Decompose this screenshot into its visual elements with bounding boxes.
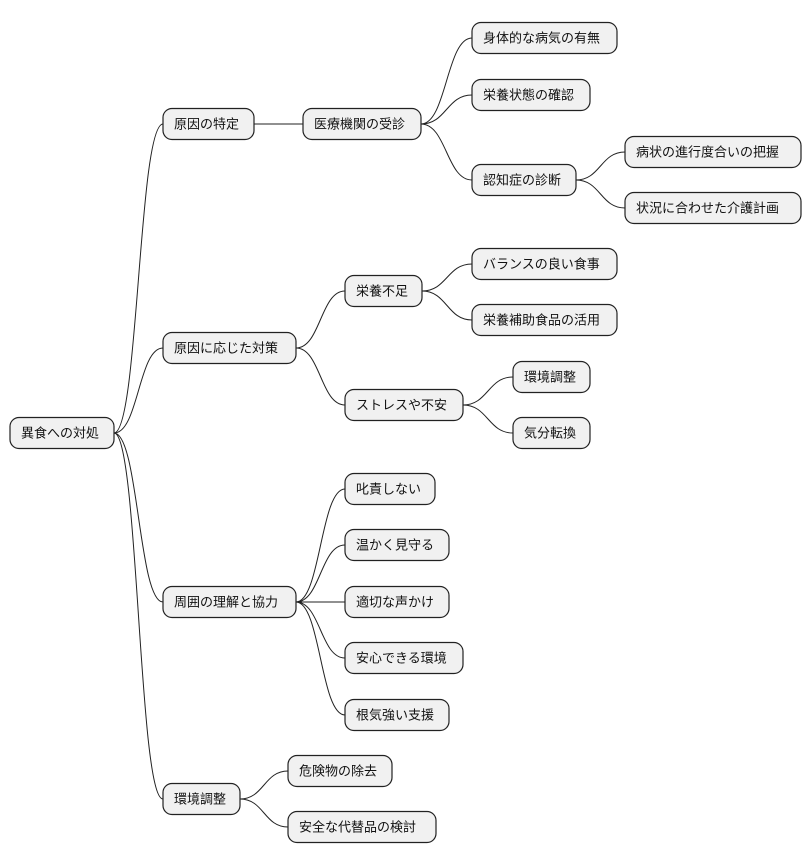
- edge-r-2-to-r-2-0: [295, 488, 346, 603]
- node-r-2-1-label: 温かく見守る: [356, 539, 434, 554]
- node-r-1-box: [162, 331, 297, 365]
- node-r-1-0-0-box: [471, 247, 618, 281]
- node-r-1-1-label: ストレスや不安: [356, 399, 447, 414]
- edge-r-2-to-r-2-1: [295, 544, 346, 603]
- node-r-1-1: ストレスや不安: [344, 388, 464, 422]
- node-r-1-0-0: バランスの良い食事: [471, 247, 618, 281]
- node-r-1-1-1-box: [512, 416, 591, 450]
- node-r-3-0: 危険物の除去: [287, 754, 393, 788]
- node-r-3-label: 環境調整: [174, 793, 226, 808]
- node-r-1-1-0: 環境調整: [512, 360, 591, 394]
- node-r-0-0-2: 認知症の診断: [471, 163, 577, 197]
- node-r-2-3-label: 安心できる環境: [356, 652, 447, 667]
- node-r-2-label: 周囲の理解と協力: [174, 596, 278, 611]
- node-r: 異食への対処: [9, 416, 115, 450]
- edge-r-2-to-r-2-4: [295, 601, 346, 716]
- edge-r-0-0-to-r-0-0-0: [420, 37, 473, 125]
- node-r-0-0-2-0-box: [624, 135, 802, 169]
- node-r-1-label: 原因に応じた対策: [174, 341, 278, 357]
- edge-r-1-0-to-r-1-0-0: [421, 263, 473, 292]
- node-r-0: 原因の特定: [162, 107, 255, 141]
- node-r-box: [9, 416, 115, 450]
- node-r-2: 周囲の理解と協力: [162, 585, 297, 619]
- node-r-2-2: 適切な声かけ: [344, 585, 450, 619]
- node-r-1-1-0-label: 環境調整: [524, 371, 576, 386]
- node-r-1-1-1-label: 気分転換: [524, 426, 576, 442]
- node-r-2-1: 温かく見守る: [344, 528, 450, 562]
- node-r-2-4: 根気強い支援: [344, 698, 450, 732]
- node-r-3-1-label: 安全な代替品の検討: [299, 820, 416, 836]
- node-r-2-2-box: [344, 585, 450, 619]
- node-r-0-0-2-1: 状況に合わせた介護計画: [624, 191, 802, 225]
- edge-r-1-0-to-r-1-0-1: [421, 290, 473, 321]
- node-r-1-0-0-label: バランスの良い食事: [483, 257, 600, 273]
- node-r-2-box: [162, 585, 297, 619]
- edge-r-0-0-2-to-r-0-0-2-0: [575, 151, 626, 181]
- node-r-0-0: 医療機関の受診: [302, 107, 422, 141]
- node-r-label: 異食への対処: [21, 426, 99, 442]
- node-r-0-0-0-box: [471, 21, 618, 55]
- node-r-1: 原因に応じた対策: [162, 331, 297, 365]
- node-r-0-0-2-0: 病状の進行度合いの把握: [624, 135, 802, 169]
- node-r-0-0-0: 身体的な病気の有無: [471, 21, 618, 55]
- node-r-1-0-1: 栄養補助食品の活用: [471, 303, 618, 337]
- edge-r-2-to-r-2-3: [295, 601, 346, 659]
- node-r-2-3: 安心できる環境: [344, 641, 464, 675]
- node-r-3-1-box: [287, 810, 437, 844]
- node-r-1-0-1-label: 栄養補助食品の活用: [483, 313, 600, 329]
- node-r-0-0-2-0-label: 病状の進行度合いの把握: [636, 145, 779, 161]
- node-r-3-box: [162, 782, 241, 816]
- edge-r-0-0-2-to-r-0-0-2-1: [575, 179, 626, 209]
- node-r-3-0-label: 危険物の除去: [299, 765, 377, 780]
- mindmap-edges: [113, 37, 626, 828]
- node-r-2-1-box: [344, 528, 450, 562]
- node-r-1-0: 栄養不足: [344, 274, 423, 308]
- node-r-0-box: [162, 107, 255, 141]
- node-r-0-0-1: 栄養状態の確認: [471, 78, 591, 112]
- edge-r-3-to-r-3-0: [239, 770, 289, 800]
- node-r-1-0-box: [344, 274, 423, 308]
- node-r-3-1: 安全な代替品の検討: [287, 810, 437, 844]
- node-r-2-2-label: 適切な声かけ: [356, 595, 434, 611]
- mindmap-nodes: 異食への対処 原因の特定 医療機関の受診 身体的な病気の有無栄養状態の確認認知症の診断…: [9, 21, 802, 844]
- edge-r-1-to-r-1-0: [295, 290, 346, 349]
- node-r-0-0-box: [302, 107, 422, 141]
- node-r-1-1-box: [344, 388, 464, 422]
- node-r-2-0-box: [344, 472, 436, 506]
- edge-r-0-0-to-r-0-0-1: [420, 94, 473, 125]
- node-r-2-0-label: 叱責しない: [356, 483, 421, 498]
- node-r-1-1-0-box: [512, 360, 591, 394]
- edge-r-1-1-to-r-1-1-0: [462, 376, 514, 406]
- node-r-2-0: 叱責しない: [344, 472, 436, 506]
- node-r-3-0-box: [287, 754, 393, 788]
- node-r-0-0-1-box: [471, 78, 591, 112]
- edge-r-to-r-3: [113, 432, 164, 800]
- node-r-0-0-2-1-label: 状況に合わせた介護計画: [636, 201, 779, 217]
- node-r-1-0-1-box: [471, 303, 618, 337]
- edge-r-0-0-to-r-0-0-2: [420, 123, 473, 181]
- edge-r-3-to-r-3-1: [239, 798, 289, 828]
- edge-r-1-to-r-1-1: [295, 347, 346, 406]
- node-r-0-label: 原因の特定: [174, 118, 239, 133]
- node-r-1-1-1: 気分転換: [512, 416, 591, 450]
- node-r-3: 環境調整: [162, 782, 241, 816]
- node-r-0-0-2-box: [471, 163, 577, 197]
- edge-r-to-r-1: [113, 347, 164, 434]
- node-r-0-0-2-label: 認知症の診断: [483, 173, 561, 189]
- node-r-2-3-box: [344, 641, 464, 675]
- node-r-0-0-1-label: 栄養状態の確認: [483, 88, 574, 104]
- node-r-2-4-box: [344, 698, 450, 732]
- node-r-2-4-label: 根気強い支援: [356, 708, 434, 724]
- node-r-0-0-label: 医療機関の受診: [314, 117, 405, 133]
- edge-r-to-r-2: [113, 432, 164, 603]
- node-r-1-0-label: 栄養不足: [356, 284, 408, 300]
- node-r-0-0-0-label: 身体的な病気の有無: [483, 31, 600, 47]
- node-r-0-0-2-1-box: [624, 191, 802, 225]
- edge-r-1-1-to-r-1-1-1: [462, 404, 514, 434]
- edge-r-to-r-0: [113, 123, 164, 434]
